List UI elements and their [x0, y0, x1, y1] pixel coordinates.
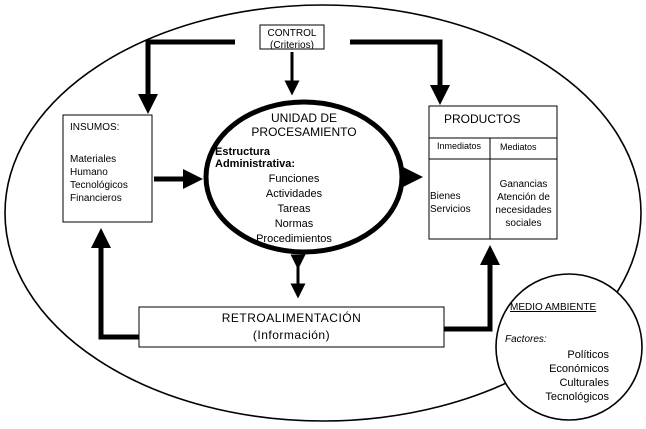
retro-box [138, 306, 445, 348]
mediatos-list: Ganancias Atención de necesidades social… [491, 178, 556, 230]
arrow-retro-to-insumos [91, 227, 139, 340]
estructura-line1: Estructura [215, 146, 271, 158]
factor-item: Económicos [549, 363, 609, 375]
factor-item: Tecnológicos [545, 391, 609, 403]
unidad-item: Actividades [265, 188, 323, 200]
unidad-items: Funciones Actividades Tareas Normas Proc… [236, 172, 352, 247]
factores-list: Políticos Económicos Culturales Tecnológ… [520, 348, 609, 404]
control-box [259, 24, 325, 50]
unidad-item: Normas [274, 218, 314, 230]
control-subtitle: (Criterios) [270, 40, 314, 49]
mediatos-item: necesidades [495, 205, 552, 216]
inmediatos-item: Servicios [430, 204, 471, 215]
insumos-box [62, 114, 153, 223]
insumos-item: Financieros [70, 193, 122, 204]
col-inmediatos-header: Inmediatos [437, 141, 482, 151]
factor-item: Culturales [559, 377, 609, 389]
arrow-control-to-productos [350, 39, 450, 106]
mediatos-item: sociales [505, 218, 542, 229]
control-title: CONTROL [267, 28, 317, 39]
factores-label: Factores: [505, 334, 547, 345]
productos-box [428, 105, 558, 240]
insumos-title: INSUMOS: [70, 122, 120, 133]
productos-title: PRODUCTOS [444, 112, 521, 126]
medio-ambiente-circle [495, 273, 643, 421]
retro-subtitle: (Información) [252, 328, 331, 342]
mediatos-item: Ganancias [499, 179, 548, 190]
retro-title: RETROALIMENTACIÓN [221, 311, 362, 325]
estructura-line2: Administrativa: [215, 158, 296, 170]
arrow-control-to-insumos [138, 39, 235, 115]
insumos-list: Materiales Humano Tecnológicos Financier… [70, 153, 128, 205]
inmediatos-item: Bienes [430, 191, 461, 202]
factor-item: Políticos [567, 349, 609, 361]
unidad-title-line1: UNIDAD DE [270, 111, 337, 125]
arrow-productos-to-retro [444, 244, 500, 332]
unidad-item: Procedimientos [256, 233, 332, 245]
insumos-item: Humano [70, 167, 108, 178]
col-mediatos-header: Mediatos [500, 142, 537, 152]
unidad-item: Tareas [277, 203, 311, 215]
medio-title: MEDIO AMBIENTE [510, 302, 597, 313]
system-boundary-ellipse [4, 4, 642, 422]
unidad-item: Funciones [268, 173, 320, 185]
mediatos-item: Atención de [497, 192, 550, 203]
insumos-item: Tecnológicos [70, 180, 128, 191]
insumos-item: Materiales [70, 154, 117, 165]
inmediatos-list: Bienes Servicios [430, 190, 471, 216]
unidad-title-line2: PROCESAMIENTO [251, 125, 357, 139]
